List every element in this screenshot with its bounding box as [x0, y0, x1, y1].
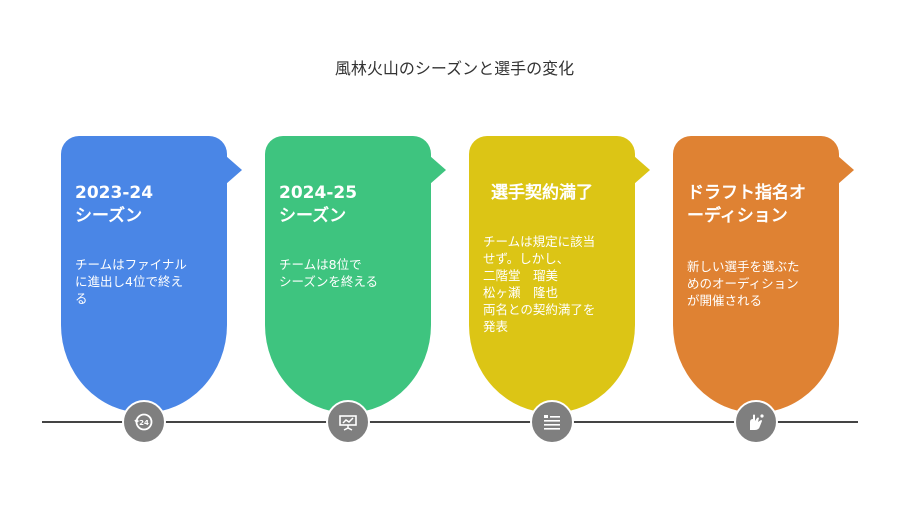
stage-description: チームはファイナル に進出し4位で終え る [75, 257, 187, 306]
stage-description: チームは8位で シーズンを終える [279, 257, 379, 289]
card-pointer [226, 156, 242, 184]
stage-heading: ドラフト指名オ ーディション [687, 183, 806, 226]
stage-card-2023-24: 2023-24 シーズン チームはファイナル に進出し4位で終え る [61, 136, 242, 413]
stage-card-contract-expiry: 選手契約満了 チームは規定に該当 せず。しかし、 二階堂 瑠美 松ヶ瀬 隆也 両… [469, 136, 650, 413]
podium-chart-icon [339, 415, 357, 431]
stage-card-draft-audition: ドラフト指名オ ーディション 新しい選手を選ぶた めのオーディション が開催され… [673, 136, 854, 413]
stage-heading: 2024-25 シーズン [279, 183, 358, 226]
stage-card-2024-25: 2024-25 シーズン チームは8位で シーズンを終える [265, 136, 446, 413]
card-pointer [634, 156, 650, 184]
timeline-marker-1: 24 [122, 400, 166, 444]
hand-selection-icon [750, 414, 764, 430]
stage-description: 新しい選手を選ぶた めのオーディション が開催される [687, 259, 800, 308]
stage-description: チームは規定に該当 せず。しかし、 二階堂 瑠美 松ヶ瀬 隆也 両名との契約満了… [483, 234, 596, 334]
timeline-marker-3 [530, 400, 574, 444]
card-pointer [838, 156, 854, 184]
svg-text:24: 24 [139, 419, 149, 427]
calendar-24-icon: 24 [134, 413, 153, 431]
card-pointer [430, 156, 446, 184]
stage-heading: 2023-24 シーズン [75, 183, 154, 226]
document-list-icon [544, 415, 560, 430]
timeline-marker-4 [734, 400, 778, 444]
diagram-title: 風林火山のシーズンと選手の変化 [334, 59, 575, 78]
stage-heading: 選手契約満了 [491, 183, 593, 203]
timeline-line [42, 421, 858, 423]
timeline-marker-2 [326, 400, 370, 444]
